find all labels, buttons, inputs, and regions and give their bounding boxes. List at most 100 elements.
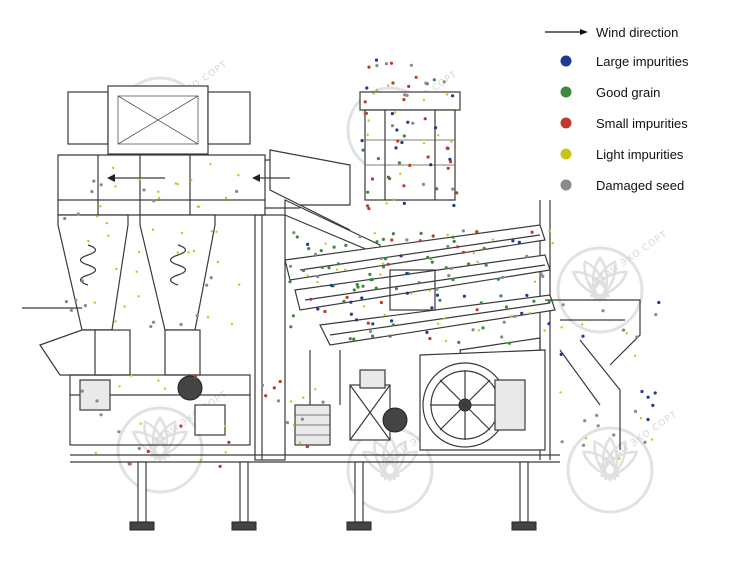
particle-damaged [633, 409, 638, 413]
good-grain-marker [560, 86, 572, 98]
drive-units [294, 350, 408, 446]
particle-light [190, 178, 193, 181]
particle-damaged [149, 324, 153, 329]
particle-small [407, 84, 411, 88]
main-frame [69, 200, 560, 463]
particle-large [657, 300, 661, 305]
particle-light [316, 280, 319, 284]
particle-damaged [525, 254, 529, 258]
particle-damaged [276, 399, 281, 403]
cyclone-cones [22, 214, 216, 376]
particle-light [367, 119, 370, 122]
particle-good [356, 285, 360, 289]
particle-small [363, 100, 367, 104]
particle-damaged [99, 183, 103, 187]
blower-fan [419, 349, 546, 451]
particle-light [385, 202, 388, 205]
particle-good [352, 288, 356, 292]
particle-large [462, 294, 466, 298]
particle-damaged [358, 235, 362, 239]
particle-good [452, 239, 456, 243]
particle-small [391, 81, 395, 85]
particle-damaged [76, 212, 80, 216]
particle-small [218, 464, 222, 468]
particle-light [196, 205, 199, 208]
particle-light [584, 437, 588, 440]
legend-large-label: Large impurities [596, 54, 689, 69]
particle-large [646, 417, 650, 422]
particle-light [344, 268, 347, 271]
particle-light [386, 84, 390, 87]
particle-light [96, 215, 99, 218]
particle-good [289, 325, 293, 329]
particle-large [400, 140, 404, 145]
particle-good [361, 284, 365, 288]
particle-light [130, 374, 133, 377]
legend-damaged-label: Damaged seed [596, 178, 684, 193]
legend-small-label: Small impurities [596, 116, 688, 131]
particle-good [426, 255, 430, 259]
particle-large [306, 242, 310, 246]
particle-damaged [409, 63, 413, 67]
particle-light [230, 323, 234, 326]
particle-good [479, 301, 483, 305]
particle-good [342, 299, 346, 303]
particle-good [375, 240, 379, 244]
particle-large [559, 352, 563, 356]
particle-damaged [612, 433, 616, 437]
particle-small [179, 424, 183, 428]
particle-good [332, 245, 336, 249]
particle-good [504, 305, 508, 309]
particle-light [560, 326, 563, 329]
particle-light [581, 323, 584, 326]
particle-large [429, 163, 433, 167]
particle-damaged [90, 190, 94, 194]
particle-light [118, 385, 121, 388]
particle-damaged [80, 279, 84, 283]
particle-damaged [424, 81, 428, 85]
particle-small [456, 245, 460, 249]
particle-light [302, 396, 305, 399]
particle-large [640, 389, 644, 394]
particle-light [366, 133, 369, 136]
legend: Wind direction Large impurities Good gra… [545, 25, 689, 193]
particle-light [93, 301, 97, 304]
particle-small [365, 204, 370, 208]
particle-good [402, 134, 406, 138]
particle-small [402, 98, 406, 102]
particle-damaged [429, 256, 433, 261]
particle-light [157, 379, 160, 382]
large-impurity-marker [560, 55, 572, 67]
particle-large [405, 271, 409, 276]
particle-small [428, 336, 432, 341]
particle-light [409, 292, 413, 295]
particle-good [288, 280, 292, 284]
particle-light [151, 228, 155, 231]
particle-large [452, 203, 456, 208]
particle-good [381, 265, 386, 269]
particle-damaged [643, 440, 647, 444]
particle-light [436, 322, 440, 325]
particle-light [176, 183, 179, 186]
particle-good [374, 286, 378, 290]
top-fan-housing [67, 85, 251, 155]
particle-damaged [95, 399, 99, 403]
particle-damaged [513, 314, 517, 318]
particle-large [371, 322, 375, 326]
particle-damaged [411, 121, 415, 125]
particle-light [618, 457, 621, 460]
particle-light [210, 230, 213, 233]
particle-small [146, 449, 150, 454]
particle-small [345, 295, 349, 299]
cyclone-duct [57, 154, 300, 216]
particle-damaged [654, 313, 658, 317]
particle-light [94, 451, 98, 455]
particle-large [360, 296, 364, 300]
particle-light [137, 295, 140, 298]
particle-small [402, 184, 406, 188]
particle-light [392, 198, 395, 201]
particle-small [264, 394, 268, 398]
particle-light [123, 305, 126, 308]
support-legs [129, 461, 537, 531]
particle-damaged [405, 238, 409, 242]
